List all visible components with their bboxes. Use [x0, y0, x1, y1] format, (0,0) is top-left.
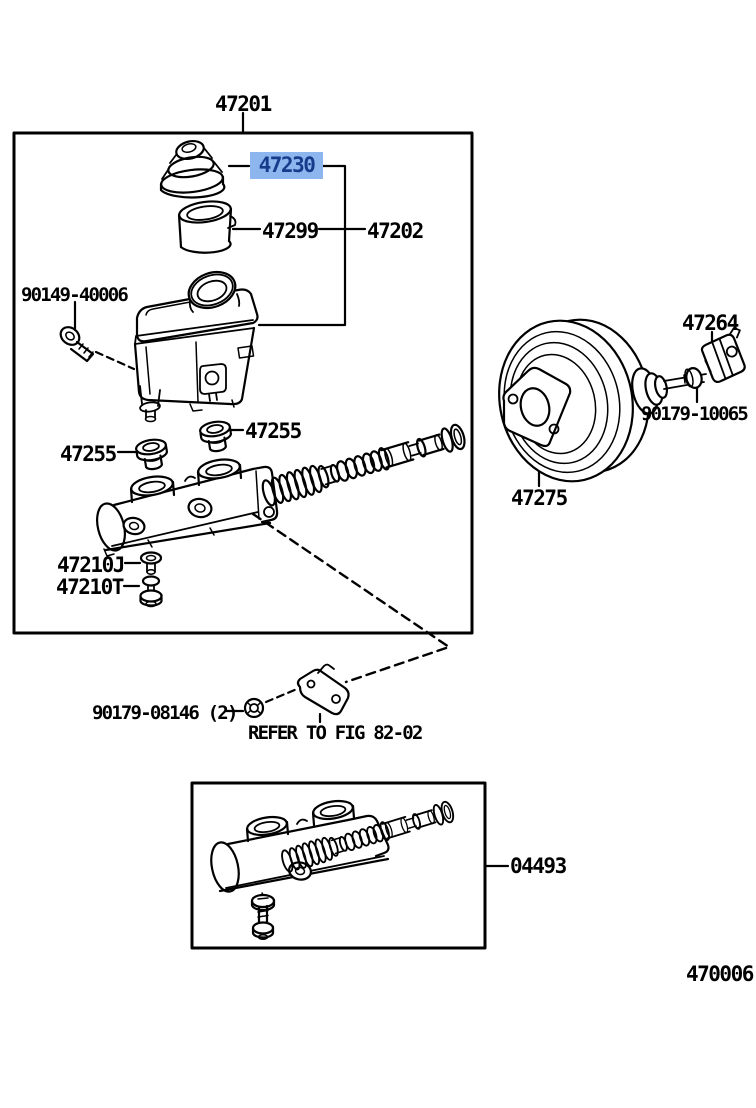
label-reservoir-sub-assy[interactable]: 47202 — [367, 219, 424, 243]
grommet-upper-drawing — [199, 420, 232, 453]
label-grommet-lower[interactable]: 47255 — [60, 442, 117, 466]
figure-code: 470006 — [686, 962, 754, 986]
dashed-leader-lines — [94, 350, 451, 704]
label-booster-gasket[interactable]: 47275 — [511, 486, 568, 510]
label-grommet-upper[interactable]: 47255 — [245, 419, 302, 443]
grommet-lower-drawing — [135, 438, 168, 471]
label-assembly[interactable]: 47201 — [215, 92, 272, 116]
label-reservoir-cap-highlighted[interactable]: 47230 — [250, 152, 323, 179]
clevis-drawing — [700, 327, 746, 384]
reservoir-cap-drawing — [159, 139, 226, 199]
refer-note: REFER TO FIG 82-02 — [248, 722, 423, 744]
label-clevis[interactable]: 47264 — [682, 311, 739, 335]
bracket-nut-drawing — [243, 697, 265, 719]
booster-gasket-drawing — [502, 366, 572, 448]
repair-kit-piston-drawing — [281, 800, 455, 873]
reservoir-strainer-drawing — [177, 200, 237, 254]
label-reservoir-screw[interactable]: 90149-40006 — [21, 284, 129, 306]
bracket-drawing — [296, 663, 350, 716]
label-gasket-bolt-j[interactable]: 47210J — [57, 553, 125, 577]
gasket-bolt-j-drawing — [139, 551, 163, 575]
label-reservoir-strainer[interactable]: 47299 — [262, 219, 319, 243]
repair-kit-cylinder-drawing — [210, 799, 390, 901]
bolt-t-drawing — [139, 575, 163, 608]
master-cylinder-drawing — [96, 458, 279, 557]
repair-kit-box — [190, 781, 487, 950]
label-clevis-nut[interactable]: 90179-10065 — [641, 403, 749, 425]
reservoir-tank-drawing — [133, 270, 259, 423]
label-bracket-nut[interactable]: 90179-08146 (2) — [92, 702, 238, 724]
label-bolt-t[interactable]: 47210T — [56, 575, 124, 599]
leader-lines — [73, 111, 714, 868]
reservoir-screw-drawing — [59, 326, 95, 363]
kit-bolt-drawing — [250, 893, 276, 941]
label-repair-kit[interactable]: 04493 — [510, 854, 567, 878]
piston-assembly-drawing — [261, 423, 466, 507]
